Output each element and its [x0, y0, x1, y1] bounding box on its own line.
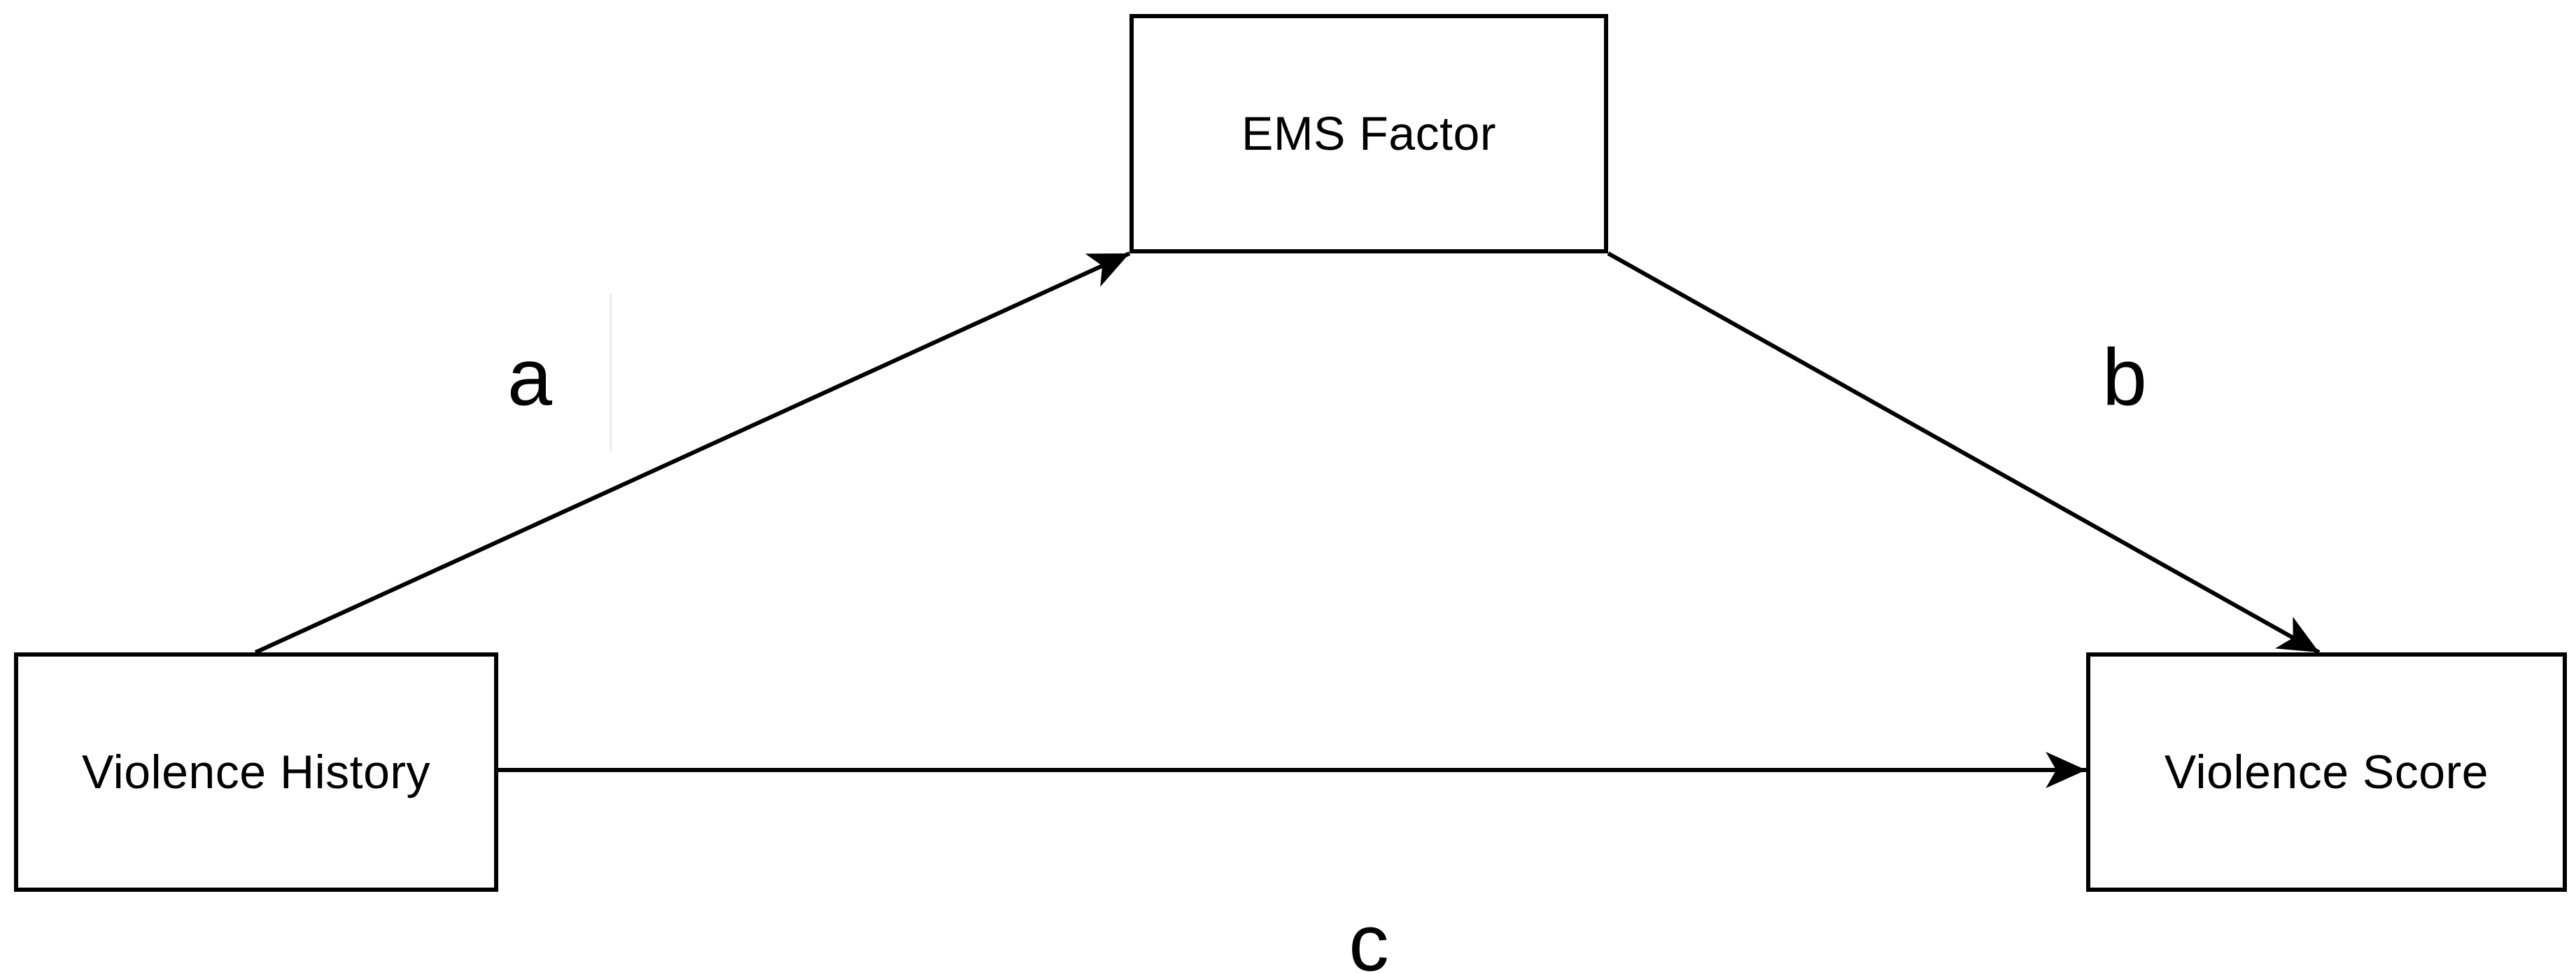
edge-c-label: c: [1349, 898, 1389, 973]
node-violence-score: Violence Score: [2086, 652, 2567, 892]
edge-a-line: [254, 251, 1131, 654]
faint-artifact-line: [610, 294, 612, 451]
edge-a-label: a: [507, 332, 552, 423]
node-ems-factor-label: EMS Factor: [1241, 107, 1496, 160]
edge-b-label: b: [2102, 332, 2147, 423]
node-ems-factor: EMS Factor: [1129, 14, 1608, 253]
edge-b-line: [1607, 251, 2321, 654]
node-violence-history: Violence History: [14, 652, 498, 892]
node-violence-score-label: Violence Score: [2164, 746, 2489, 799]
node-violence-history-label: Violence History: [81, 746, 431, 799]
